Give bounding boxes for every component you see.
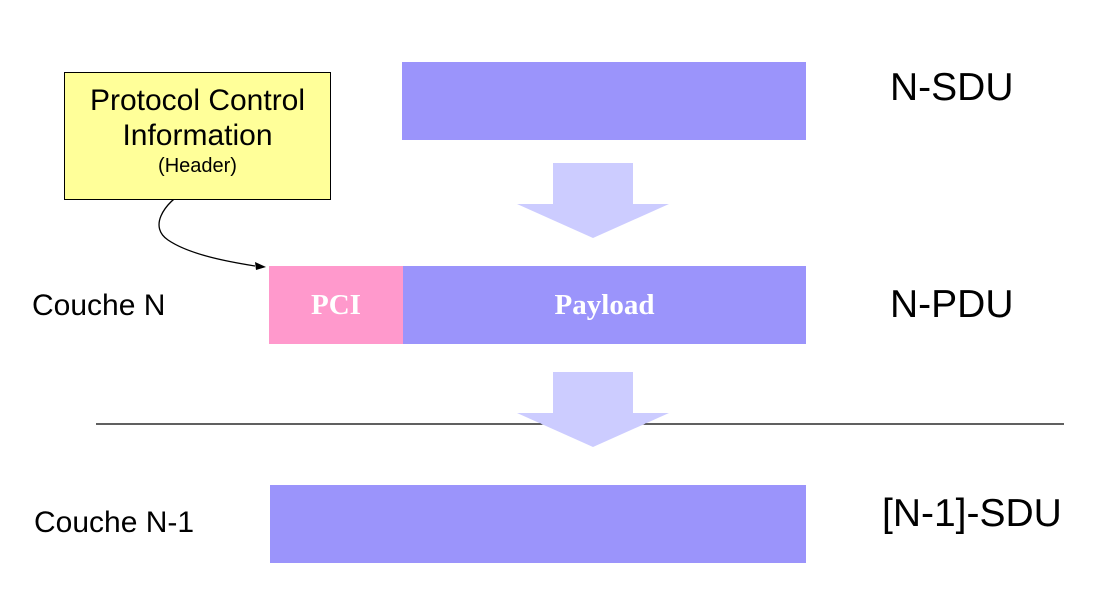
pci-block: PCI [269, 266, 403, 344]
pci-box-title-line1: Protocol Control [89, 84, 306, 117]
couche-n-minus-1-label: Couche N-1 [34, 506, 195, 539]
n-minus-1-sdu-block [270, 485, 806, 563]
pci-box-title-line2: Information [122, 119, 273, 152]
payload-block-label: Payload [554, 288, 655, 321]
pci-connector-curve [158, 187, 256, 267]
n-pdu-label: N-PDU [890, 283, 1014, 326]
n-sdu-label: N-SDU [890, 66, 1014, 109]
down-arrow-1 [517, 163, 669, 238]
pci-connector-arrowhead [255, 262, 266, 270]
couche-n-label: Couche N [32, 289, 166, 322]
pci-block-label: PCI [311, 288, 361, 321]
down-arrow-2 [517, 372, 669, 447]
n-sdu-block [402, 62, 806, 140]
payload-block: Payload [403, 266, 806, 344]
protocol-control-information-box: Protocol Control Information (Header) [64, 72, 331, 200]
pci-box-subtitle: (Header) [158, 155, 237, 177]
n-minus-1-sdu-label: [N-1]-SDU [882, 492, 1062, 535]
